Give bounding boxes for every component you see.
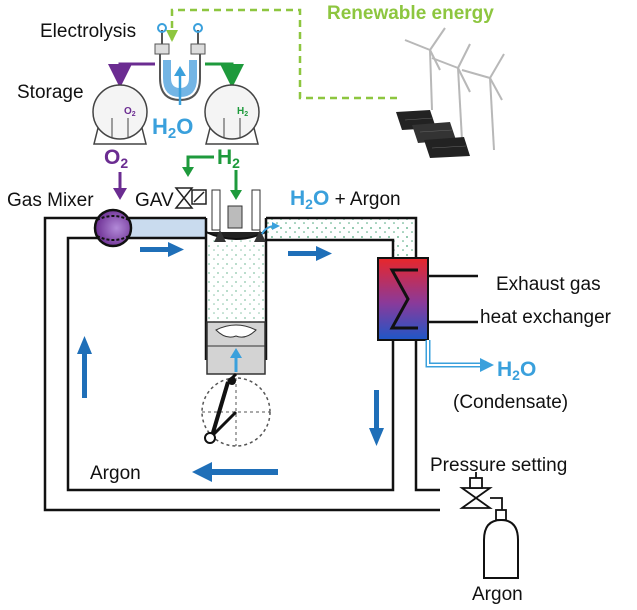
heat-exchanger-icon (377, 257, 478, 341)
pressure-regulator-icon (459, 472, 503, 510)
argon-loop-label: Argon (90, 463, 141, 484)
water-label: H2O (152, 114, 193, 142)
renewable-energy-line (170, 8, 400, 100)
renewable-arrow-icon (166, 30, 178, 42)
electrolyzer-icon (154, 23, 206, 105)
argon-bottle-label: Argon (472, 584, 523, 605)
gas-admission-valve-icon (174, 187, 207, 209)
argon-loop-right-outer (414, 340, 440, 492)
exhaust-gas-label: Exhaust gas (496, 274, 601, 295)
electrolysis-label: Electrolysis (40, 21, 136, 42)
condensate-line (425, 340, 482, 368)
condensate-water-label: H2O (497, 358, 536, 383)
gav-label: GAV (135, 190, 174, 211)
oxygen-flow-line (108, 62, 155, 88)
hydrogen-feed-line (186, 155, 214, 170)
intake-channel (128, 219, 206, 238)
storage-label: Storage (17, 82, 84, 103)
flow-arrow-icon (77, 336, 92, 398)
solar-panel-icon (396, 110, 470, 158)
heat-exchanger-label: heat exchanger (480, 307, 612, 328)
hydrogen-gav-arrow-icon (182, 167, 194, 177)
condensate-arrow-icon (480, 358, 494, 372)
exhaust-label: H2O + Argon (290, 187, 401, 212)
argon-loop-outer (43, 216, 440, 512)
argon-gas-bottle-icon (483, 509, 519, 579)
wind-turbine-icon (404, 27, 505, 151)
condensate-label: (Condensate) (453, 392, 568, 413)
pressure-setting-label: Pressure setting (430, 455, 567, 476)
gas-mixer-label: Gas Mixer (7, 190, 94, 211)
crankshaft-icon (201, 372, 271, 447)
oxygen-storage-tank: O2 (92, 84, 148, 145)
gas-mixer-icon (93, 208, 133, 248)
hydrogen-storage-tank: H2 (204, 84, 260, 145)
hydrogen-injector-arrow-icon (230, 190, 242, 200)
exhaust-channel (266, 218, 416, 258)
flow-arrow-icon (192, 462, 278, 482)
renewable-energy-label: Renewable energy (327, 3, 494, 24)
hydrogen-flow-line (205, 62, 244, 88)
flow-arrow-icon (369, 390, 384, 446)
piston-icon (206, 321, 266, 375)
flow-arrows (77, 242, 384, 482)
hydrogen-label: H2 (217, 146, 240, 171)
argon-loop-inner (66, 236, 395, 492)
flow-arrow-icon (140, 242, 184, 257)
oxygen-feed-arrow-icon (113, 188, 127, 200)
svg-text:H2: H2 (237, 106, 248, 118)
flow-arrow-icon (288, 246, 332, 261)
svg-text:O2: O2 (124, 106, 136, 118)
oxygen-label: O2 (104, 146, 128, 171)
